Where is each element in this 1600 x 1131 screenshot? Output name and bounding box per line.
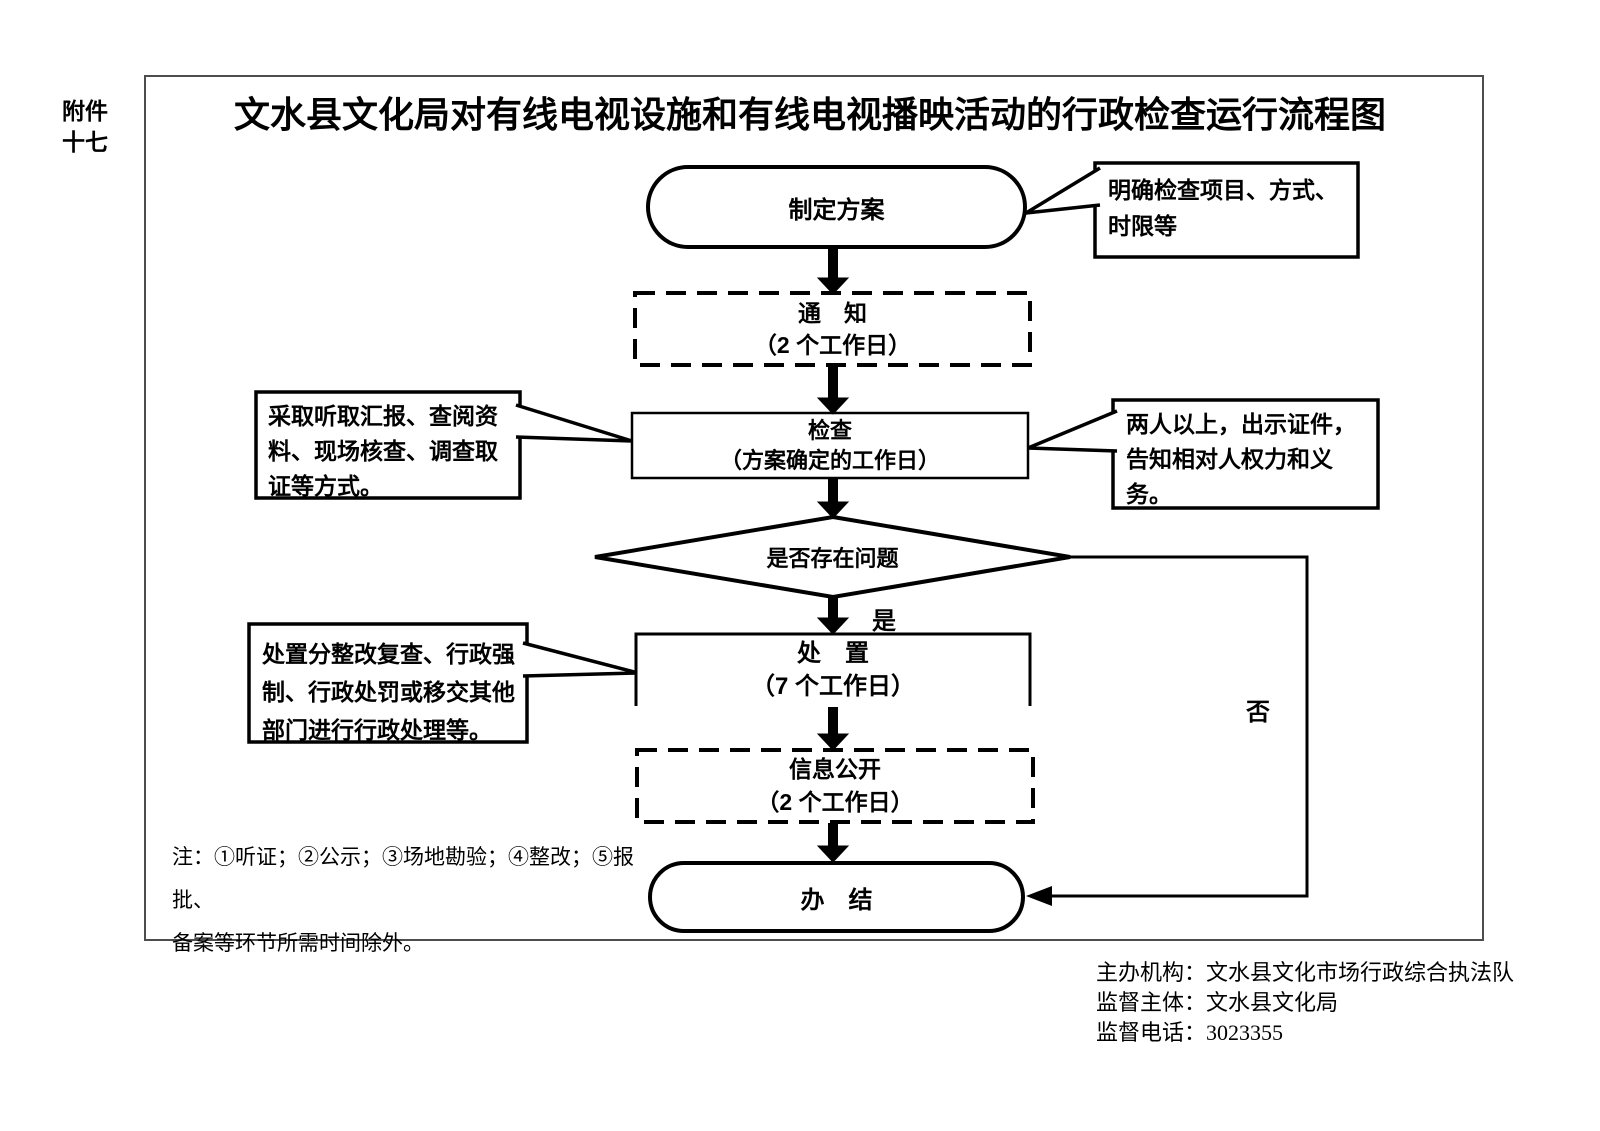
decision-node-label: 是否存在问题 [766, 546, 899, 571]
end-node-shape [648, 861, 1025, 933]
attachment-label: 附件 十七 [62, 98, 108, 155]
notify-node-shape [633, 291, 1032, 367]
arrowhead-decision-to-dispose [816, 617, 850, 635]
callout-method-pointer [515, 403, 633, 443]
inspect-node-label: 检查 （方案确定的工作日） [719, 417, 940, 473]
no-branch-line [1048, 555, 1309, 898]
callout-plan-box [1093, 161, 1360, 259]
arrowhead-inspect-to-decision [816, 501, 850, 519]
no-branch-label: 否 [1246, 699, 1270, 726]
publish-node-shape [635, 748, 1035, 824]
no-branch-arrowhead [1026, 886, 1052, 906]
arrowhead-publish-to-end [816, 845, 850, 863]
start-node-label: 制定方案 [788, 196, 885, 224]
flow-arrows [816, 247, 850, 863]
arrowhead-notify-to-inspect [816, 397, 850, 415]
dispose-node-label: 处 置 （7 个工作日） [750, 640, 915, 700]
note-text: 注：①听证；②公示；③场地勘验；④整改；⑤报批、 备案等环节所需时间除外。 [172, 845, 634, 955]
notify-node-label: 通 知 （2 个工作日） [753, 300, 912, 358]
footer-credits: 主办机构：文水县文化市场行政综合执法队 监督主体：文水县文化局 监督电话：302… [1096, 960, 1515, 1045]
arrowhead-dispose-to-publish [816, 733, 850, 751]
outer-border [144, 75, 1484, 941]
callout-plan-pointer [1025, 166, 1101, 215]
callout-dispose-box [247, 622, 529, 744]
yes-branch-label: 是 [872, 608, 896, 635]
callout-credential-pointer [1027, 409, 1118, 453]
callout-method-text: 采取听取汇报、查阅资 料、现场核查、调查取 证等方式。 [268, 403, 498, 499]
callout-credential-box [1111, 398, 1380, 510]
inspect-node-shape [630, 411, 1030, 480]
callout-plan-text: 明确检查项目、方式、 时限等 [1108, 177, 1338, 239]
callout-method-box [254, 390, 522, 500]
page-title: 文水县文化局对有线电视设施和有线电视播映活动的行政检查运行流程图 [233, 95, 1386, 135]
end-node-label: 办 结 [800, 886, 873, 914]
decision-node-shape [594, 514, 1071, 600]
publish-node-label: 信息公开 （2 个工作日） [756, 756, 914, 815]
callout-dispose-text: 处置分整改复查、行政强 制、行政处罚或移交其他 部门进行行政处理等。 [262, 641, 515, 743]
callout-dispose-pointer [522, 641, 639, 678]
callout-credential-text: 两人以上，出示证件， 告知相对人权力和义 务。 [1126, 411, 1356, 507]
arrowhead-start-to-notify [816, 277, 850, 295]
